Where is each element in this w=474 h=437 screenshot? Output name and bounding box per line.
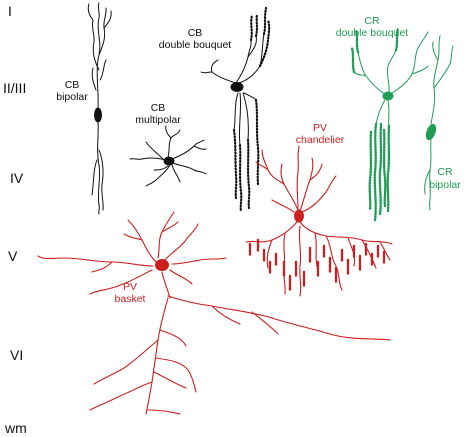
pv-basket-neuron <box>37 211 391 415</box>
cb-double-bouquet-neuron <box>200 6 271 214</box>
layer-label-iv: IV <box>10 170 24 186</box>
cr-double-bouquet-label-line2: double bouquet <box>336 27 408 39</box>
cb-multipolar-soma <box>163 156 175 166</box>
cr-double-bouquet-soma <box>382 91 394 101</box>
cb-bipolar-neuron <box>87 2 112 215</box>
cr-double-bouquet-label-line1: CR <box>364 15 380 27</box>
layer-label-v: V <box>8 248 18 264</box>
cb-multipolar-label-line2: multipolar <box>135 114 181 126</box>
layer-label-wm: wm <box>4 420 27 436</box>
pv-chandelier-label-line2: chandelier <box>296 134 345 146</box>
pv-basket-label-line2: basket <box>115 293 146 305</box>
cr-double-bouquet-neuron <box>350 26 429 222</box>
pv-chandelier-soma <box>294 209 304 223</box>
cb-double-bouquet-soma <box>230 82 244 92</box>
cb-multipolar-label-line1: CB <box>151 102 166 114</box>
cr-bipolar-label-line1: CR <box>437 166 453 178</box>
cr-bipolar-neuron <box>424 35 454 211</box>
cb-multipolar-neuron <box>129 125 207 187</box>
layer-label-ii-iii: II/III <box>3 80 26 96</box>
layer-label-i: I <box>8 3 12 19</box>
layer-label-vi: VI <box>10 347 23 363</box>
cr-bipolar-soma <box>425 123 437 141</box>
pv-chandelier-label-line1: PV <box>313 122 327 134</box>
cr-bipolar-label-line2: bipolar <box>429 179 461 191</box>
cb-double-bouquet-label-line2: double bouquet <box>159 39 231 51</box>
pv-basket-soma <box>155 259 169 271</box>
cb-double-bouquet-label-line1: CB <box>188 27 203 39</box>
pv-chandelier-neuron <box>245 145 393 297</box>
cb-bipolar-soma <box>94 107 102 123</box>
cb-bipolar-label-line2: bipolar <box>56 91 88 103</box>
cb-bipolar-label-line1: CB <box>65 79 80 91</box>
pv-basket-label-line1: PV <box>123 281 137 293</box>
